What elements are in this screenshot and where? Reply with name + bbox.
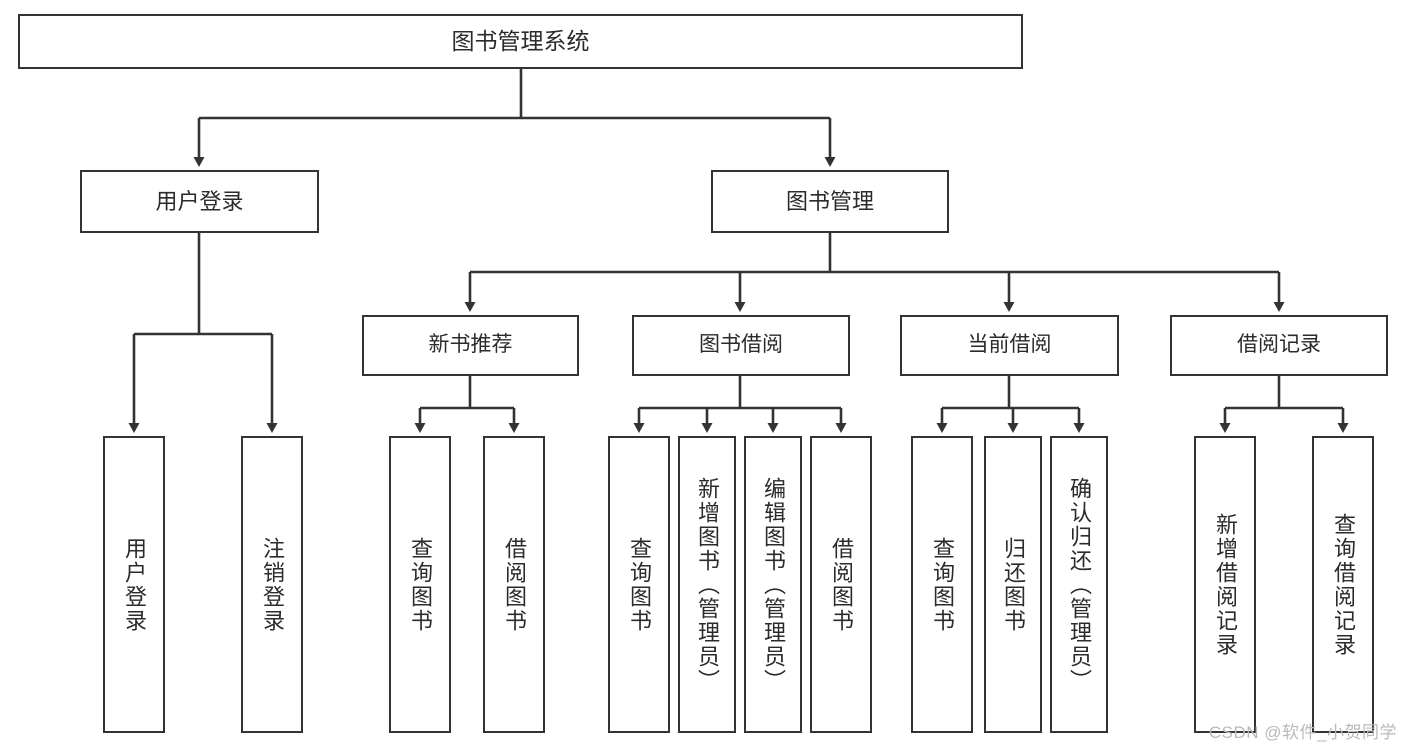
node-leaf-edit-book-label: 编辑图书（管理员）: [761, 476, 786, 693]
node-leaf-confirm-return[interactable]: 确认归还（管理员）: [1050, 436, 1108, 733]
node-book-manage[interactable]: 图书管理: [711, 170, 949, 233]
node-leaf-confirm-return-label: 确认归还（管理员）: [1067, 476, 1092, 693]
watermark: CSDN @软件_小贺同学: [1208, 723, 1397, 742]
node-leaf-borrow-book-1[interactable]: 借阅图书: [483, 436, 545, 733]
node-leaf-borrow-book-2[interactable]: 借阅图书: [810, 436, 872, 733]
node-leaf-query-book-1-label: 查询图书: [408, 536, 433, 633]
node-leaf-add-record[interactable]: 新增借阅记录: [1194, 436, 1256, 733]
node-new-book-rec[interactable]: 新书推荐: [362, 315, 579, 376]
node-leaf-query-record[interactable]: 查询借阅记录: [1312, 436, 1374, 733]
node-leaf-query-book-2-label: 查询图书: [627, 536, 652, 633]
node-leaf-borrow-book-2-label: 借阅图书: [829, 536, 854, 633]
node-leaf-user-login-label: 用户登录: [122, 536, 147, 633]
node-leaf-logout-label: 注销登录: [260, 536, 285, 633]
node-leaf-return-book-label: 归还图书: [1001, 536, 1026, 633]
node-leaf-query-book-1[interactable]: 查询图书: [389, 436, 451, 733]
node-leaf-edit-book[interactable]: 编辑图书（管理员）: [744, 436, 802, 733]
node-book-borrow[interactable]: 图书借阅: [632, 315, 850, 376]
node-borrow-record-label: 借阅记录: [1237, 333, 1321, 357]
node-leaf-query-book-3-label: 查询图书: [930, 536, 955, 633]
node-current-borrow-label: 当前借阅: [967, 333, 1052, 357]
node-leaf-query-record-label: 查询借阅记录: [1331, 512, 1356, 657]
node-leaf-user-login[interactable]: 用户登录: [103, 436, 165, 733]
node-leaf-add-record-label: 新增借阅记录: [1213, 512, 1238, 657]
node-leaf-borrow-book-1-label: 借阅图书: [502, 536, 527, 633]
node-current-borrow[interactable]: 当前借阅: [900, 315, 1119, 376]
node-book-manage-label: 图书管理: [785, 188, 874, 214]
node-leaf-add-book[interactable]: 新增图书（管理员）: [678, 436, 736, 733]
node-user-login[interactable]: 用户登录: [80, 170, 319, 233]
node-new-book-rec-label: 新书推荐: [428, 333, 513, 357]
node-leaf-query-book-3[interactable]: 查询图书: [911, 436, 973, 733]
node-leaf-logout[interactable]: 注销登录: [241, 436, 303, 733]
node-leaf-return-book[interactable]: 归还图书: [984, 436, 1042, 733]
node-book-borrow-label: 图书借阅: [699, 333, 783, 357]
node-leaf-query-book-2[interactable]: 查询图书: [608, 436, 670, 733]
node-root[interactable]: 图书管理系统: [18, 14, 1023, 69]
node-borrow-record[interactable]: 借阅记录: [1170, 315, 1388, 376]
node-user-login-label: 用户登录: [155, 188, 244, 214]
node-leaf-add-book-label: 新增图书（管理员）: [695, 476, 720, 693]
node-root-label: 图书管理系统: [451, 27, 590, 54]
